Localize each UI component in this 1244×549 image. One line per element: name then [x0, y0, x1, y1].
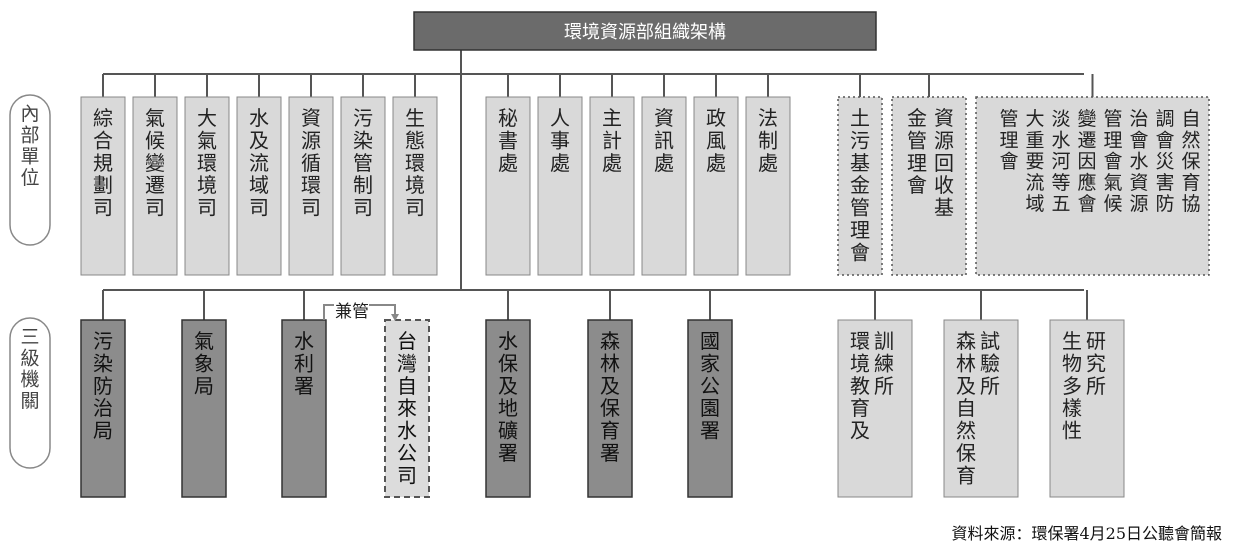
tertiary-institute-box: [943, 319, 1019, 498]
internal-unit-label: 生態環境司: [405, 106, 425, 220]
internal-funds: 土污基金管理會 資源回收基金管理會自然保育協調會災害防治會水資源管理會氣候變遷因應…: [837, 96, 1210, 276]
tertiary-agency-label: 森林及保育署: [600, 329, 620, 465]
internal-fund-box: [975, 96, 1210, 276]
internal-unit-box: [589, 96, 635, 276]
source-note: 資料來源：環保署4月25日公聽會簡報: [951, 524, 1222, 543]
fund-label-recycling: 資源回收基金管理會: [907, 106, 954, 220]
tertiary-agency-box: [281, 319, 327, 498]
internal-unit-label: 人事處: [550, 106, 570, 175]
title-box: [413, 11, 877, 51]
internal-unit-box: [641, 96, 687, 276]
internal-unit-label: 政風處: [706, 106, 726, 175]
row-label-internal-text: 內部單位: [20, 103, 39, 189]
fund-label-soil: 土污基金管理會: [850, 106, 870, 264]
internal-unit-label: 綜合規劃司: [93, 106, 113, 220]
row-label-tertiary-text: 三級機關: [20, 326, 39, 412]
tertiary-agency-dashed-box: [384, 319, 430, 498]
tertiary-agency-box: [587, 319, 633, 498]
internal-unit-box: [236, 96, 282, 276]
internal-unit-box: [745, 96, 791, 276]
internal-unit-label: 資訊處: [654, 106, 674, 175]
internal-unit-box: [184, 96, 230, 276]
tertiary-institute-box: [837, 319, 913, 498]
internal-unit-box: [288, 96, 334, 276]
internal-units: 綜合規劃司 氣候變遷司 大氣環境司 水及流域司 資源循環司 污染管制司 生態環境司 秘書處 人事…: [80, 96, 791, 276]
tertiary-agency-label: 國家公園署: [700, 329, 720, 443]
tertiary-agencies: 污染防治局 氣象局 水利署 台灣自來水公司 水保及地礦署 森林及保育署 國家公園署: [80, 319, 733, 498]
chart-title: 環境資源部組織架構: [564, 22, 726, 43]
internal-unit-box: [132, 96, 178, 276]
internal-unit-label: 大氣環境司: [197, 106, 217, 220]
concurrent-bracket: [323, 304, 396, 320]
tertiary-institute-box: [1049, 319, 1125, 498]
internal-unit-label: 秘書處: [498, 106, 518, 175]
row-label-tertiary-box: [9, 317, 51, 469]
internal-unit-box: [340, 96, 386, 276]
tertiary-agency-box: [181, 319, 227, 498]
fund-label-councils: 自然保育協調會災害防治會水資源管理會氣候變遷因應會淡水河等五大重要流域管理會: [999, 108, 1200, 215]
internal-unit-label: 氣候變遷司: [145, 106, 165, 220]
tertiary-institute-label: 研究所生物多樣性: [1062, 329, 1106, 443]
internal-unit-label: 法制處: [758, 106, 778, 175]
internal-unit-box: [693, 96, 739, 276]
tertiary-agency-label: 水利署: [294, 329, 314, 398]
tertiary-institute-label: 訓練所環境教育及: [850, 329, 894, 443]
concurrent-arrow-icon: [391, 314, 399, 321]
internal-unit-label: 主計處: [602, 106, 622, 175]
tertiary-agency-label: 氣象局: [194, 329, 214, 398]
internal-unit-box: [537, 96, 583, 276]
tertiary-institutes: 訓練所環境教育及 試驗所森林及自然保育 研究所生物多樣性: [837, 319, 1125, 498]
concurrent-label: 兼管: [335, 302, 369, 322]
internal-unit-box: [485, 96, 531, 276]
tertiary-agency-label: 水保及地礦署: [498, 329, 518, 465]
connector-lines: [102, 50, 1094, 320]
internal-unit-label: 水及流域司: [249, 106, 269, 220]
tertiary-institute-label: 試驗所森林及自然保育: [956, 329, 1000, 487]
tertiary-agency-label: 台灣自來水公司: [397, 329, 417, 487]
internal-fund-box: [837, 96, 883, 276]
internal-unit-label: 污染管制司: [353, 106, 373, 220]
internal-unit-label: 資源循環司: [301, 106, 321, 220]
tertiary-agency-box: [80, 319, 126, 498]
tertiary-agency-label: 污染防治局: [93, 329, 113, 443]
internal-unit-box: [392, 96, 438, 276]
internal-fund-box: [891, 96, 967, 276]
row-label-internal-box: [9, 94, 51, 246]
tertiary-agency-box: [485, 319, 531, 498]
tertiary-agency-box: [687, 319, 733, 498]
internal-unit-box: [80, 96, 126, 276]
